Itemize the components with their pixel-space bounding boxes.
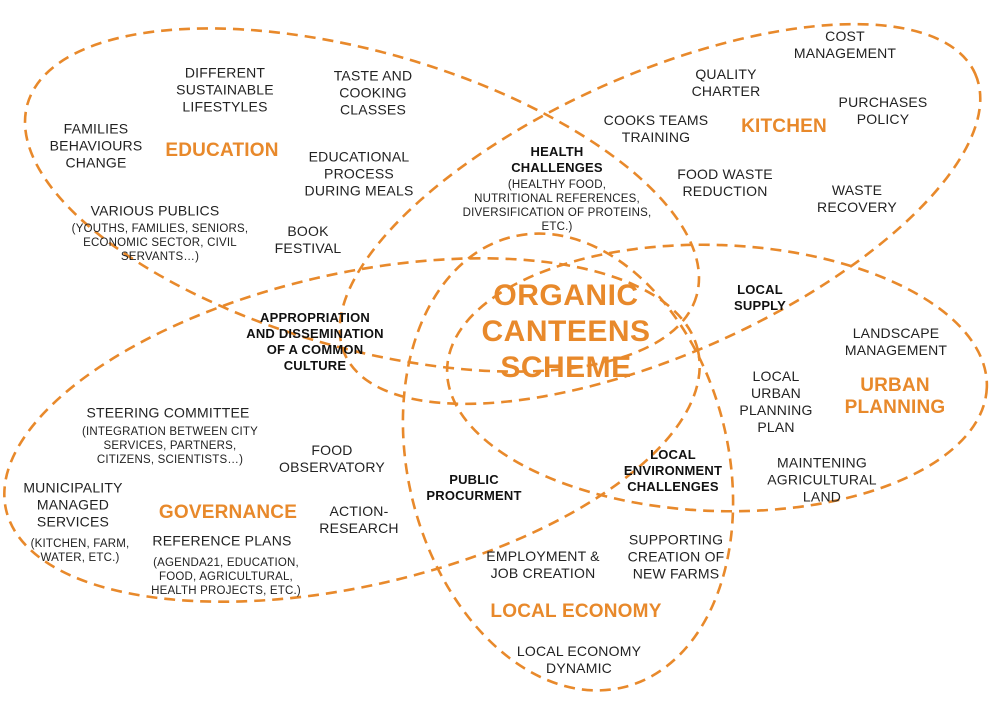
domain-local-economy: LOCAL ECONOMY	[490, 601, 662, 622]
governance-food-observatory: FOOD OBSERVATORY	[279, 442, 385, 475]
governance-plans-detail: (AGENDA21, EDUCATION, FOOD, AGRICULTURAL…	[151, 557, 301, 597]
center-title: ORGANIC CANTEENS SCHEME	[481, 279, 651, 384]
health-challenges-detail: (HEALTHY FOOD, NUTRITIONAL REFERENCES, D…	[462, 179, 652, 233]
kitchen-cost: COST MANAGEMENT	[793, 28, 897, 61]
domain-urban-planning: URBAN PLANNING	[844, 375, 946, 418]
education-publics-title: VARIOUS PUBLICS	[90, 202, 220, 219]
kitchen-cooks-training: COOKS TEAMS TRAINING	[603, 112, 709, 145]
kitchen-waste-recovery: WASTE RECOVERY	[817, 182, 897, 215]
governance-municipality-detail: (KITCHEN, FARM, WATER, ETC.)	[30, 538, 130, 564]
education-oval	[23, 27, 701, 373]
governance-steering-detail: (INTEGRATION BETWEEN CITY SERVICES, PART…	[81, 426, 259, 466]
kitchen-quality: QUALITY CHARTER	[691, 66, 761, 99]
governance-action-research: ACTION- RESEARCH	[319, 503, 399, 536]
domain-education: EDUCATION	[165, 140, 279, 161]
education-book-festival: BOOK FESTIVAL	[274, 223, 342, 256]
governance-steering-title: STEERING COMMITTEE	[86, 404, 250, 421]
governance-oval	[3, 256, 701, 604]
governance-municipality: MUNICIPALITY MANAGED SERVICES	[23, 479, 123, 530]
local-supply: LOCAL SUPPLY	[733, 282, 787, 313]
urban-landscape: LANDSCAPE MANAGEMENT	[844, 325, 948, 358]
education-taste-classes: TASTE AND COOKING CLASSES	[333, 67, 413, 118]
local-environment-challenges: LOCAL ENVIRONMENT CHALLENGES	[623, 447, 723, 494]
education-process: EDUCATIONAL PROCESS DURING MEALS	[304, 148, 414, 199]
appropriation-culture: APPROPRIATION AND DISSEMINATION OF A COM…	[246, 310, 384, 373]
kitchen-purchases: PURCHASES POLICY	[838, 94, 928, 127]
domain-governance: GOVERNANCE	[158, 502, 298, 523]
urban-planning-oval	[445, 243, 989, 513]
education-publics-detail: (YOUTHS, FAMILIES, SENIORS, ECONOMIC SEC…	[71, 223, 249, 263]
urban-local-plan: LOCAL URBAN PLANNING PLAN	[739, 368, 813, 435]
governance-plans-title: REFERENCE PLANS	[152, 532, 292, 549]
kitchen-food-waste: FOOD WASTE REDUCTION	[677, 166, 773, 199]
domain-kitchen: KITCHEN	[741, 116, 827, 137]
kitchen-oval	[338, 22, 982, 406]
education-lifestyles: DIFFERENT SUSTAINABLE LIFESTYLES	[176, 64, 274, 115]
education-families: FAMILIES BEHAVIOURS CHANGE	[49, 120, 143, 171]
local-economy-oval	[401, 232, 735, 692]
economy-dynamic: LOCAL ECONOMY DYNAMIC	[516, 643, 642, 676]
health-challenges-title: HEALTH CHALLENGES	[511, 144, 603, 175]
economy-new-farms: SUPPORTING CREATION OF NEW FARMS	[627, 531, 725, 582]
economy-employment: EMPLOYMENT & JOB CREATION	[486, 548, 600, 581]
urban-agricultural-land: MAINTENING AGRICULTURAL LAND	[767, 454, 877, 505]
public-procurement: PUBLIC PROCURMENT	[426, 472, 522, 503]
